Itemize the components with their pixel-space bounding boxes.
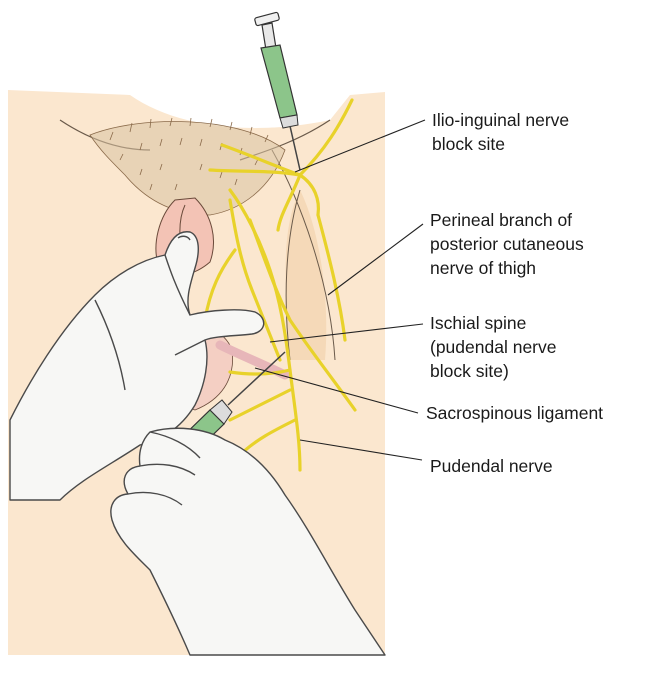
label-ischial-spine: Ischial spine (pudendal nerve block site… <box>430 313 557 381</box>
leader-ischial <box>269 323 424 343</box>
leader-perineal <box>327 223 424 296</box>
gloved-hand-icon-lower <box>110 427 386 656</box>
leader-lines <box>254 119 426 461</box>
leader-pudendal <box>299 439 423 461</box>
label-perineal-branch: Perineal branch of posterior cutaneous n… <box>430 210 584 278</box>
label-sacrospinous-ligament: Sacrospinous ligament <box>426 403 604 423</box>
leader-sacrospinous <box>254 367 419 414</box>
gloved-hand-icon <box>9 231 265 501</box>
needle-icon <box>289 125 301 171</box>
thigh-shading <box>285 190 327 360</box>
syringe-icon <box>254 11 299 129</box>
label-pudendal-nerve: Pudendal nerve <box>430 456 553 476</box>
leader-ilioinguinal <box>294 119 426 173</box>
label-ilioinguinal: Ilio-inguinal nerve block site <box>432 110 570 154</box>
